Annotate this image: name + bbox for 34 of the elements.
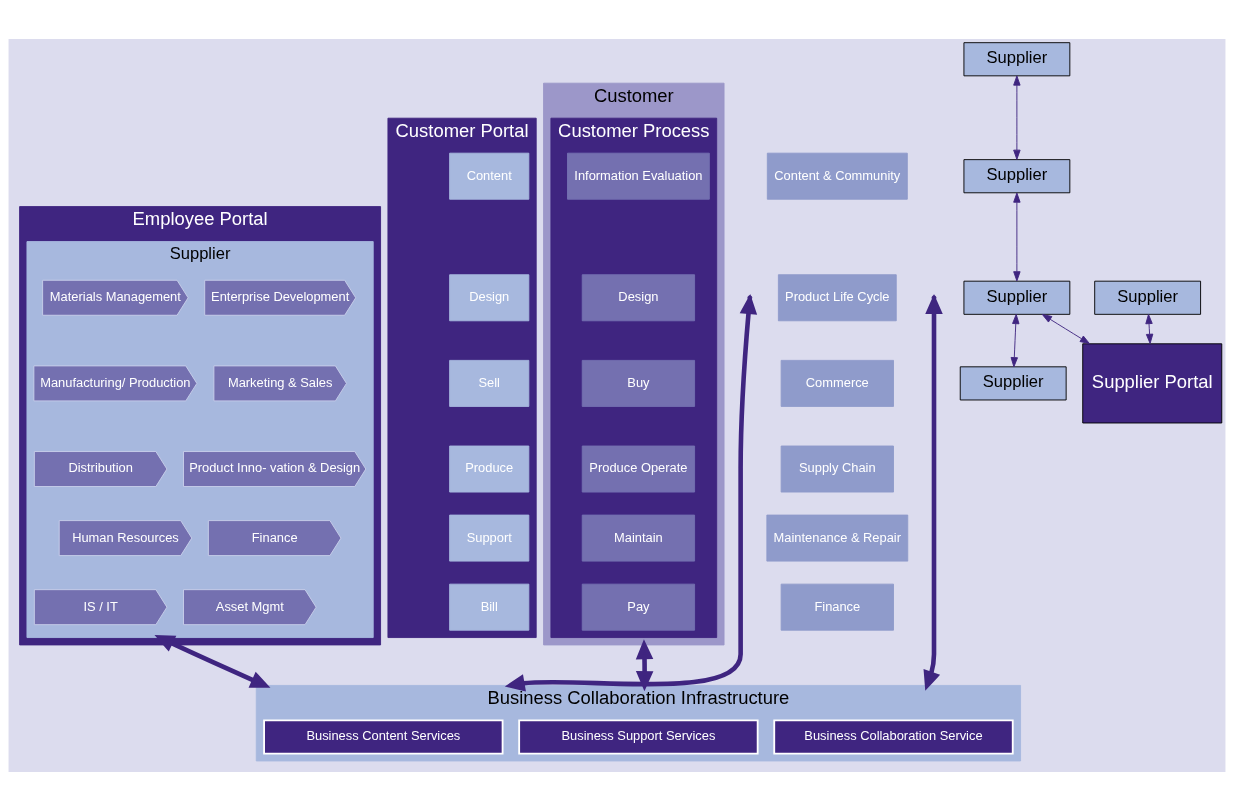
node-box: Finance <box>780 583 894 631</box>
node-box: Content <box>449 152 530 200</box>
node-box: Supplier Portal <box>1082 343 1223 424</box>
arrow <box>1145 314 1154 344</box>
node-box: Produce Operate <box>581 445 696 493</box>
arrow <box>154 635 271 688</box>
node-box: Commerce <box>780 359 894 407</box>
arrow <box>1013 75 1021 160</box>
node-box: Supplier <box>963 42 1071 77</box>
node-box: Supplier <box>959 366 1067 401</box>
node-box: Business Content Services <box>263 719 504 755</box>
node-box: Design <box>581 274 696 322</box>
node-box: Product Life Cycle <box>777 274 897 322</box>
node-box: Support <box>449 514 530 562</box>
node-box: Pay <box>581 583 696 631</box>
node-box: Business Support Services <box>518 719 759 755</box>
node-box: Supply Chain <box>780 445 894 493</box>
node-box: Content & Community <box>766 152 908 200</box>
arrow <box>1010 314 1020 368</box>
node-box: Supplier <box>963 159 1071 194</box>
node-box: Maintenance & Repair <box>766 514 909 562</box>
node-box: Design <box>449 274 530 322</box>
node-box: Information Evaluation <box>567 152 710 200</box>
arrow <box>1013 192 1021 282</box>
node-box: Business Collaboration Service <box>773 719 1014 755</box>
node-box: Supplier <box>963 280 1071 315</box>
node-box: Maintain <box>581 514 696 562</box>
node-box: Buy <box>581 359 696 407</box>
node-box: Sell <box>449 359 530 407</box>
arrow <box>635 639 654 692</box>
node-box: Bill <box>449 583 530 631</box>
node-box: Produce <box>449 445 530 493</box>
node-box: Supplier <box>1094 280 1202 315</box>
arrow <box>1041 314 1090 345</box>
